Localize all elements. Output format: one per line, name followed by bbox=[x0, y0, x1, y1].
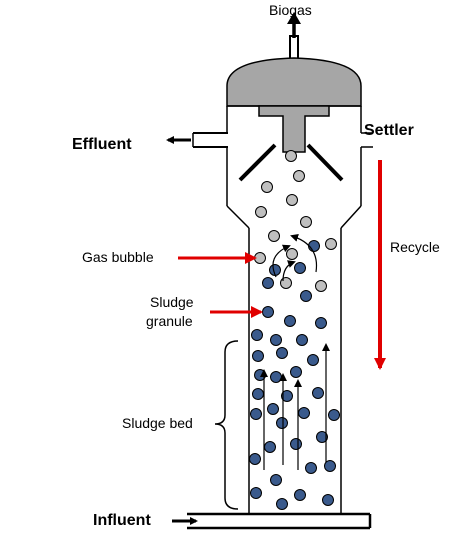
sludge-granule bbox=[251, 329, 263, 341]
sludge-granule-label-line1: Sludge bbox=[150, 294, 194, 310]
circulation-arrow bbox=[290, 234, 318, 273]
sludge-granule bbox=[276, 498, 288, 510]
settler-label: Settler bbox=[364, 122, 414, 139]
sludge-granule bbox=[294, 489, 306, 501]
circulation-arrows bbox=[272, 234, 318, 282]
sludge-granule bbox=[276, 347, 288, 359]
sludge-granule bbox=[322, 494, 334, 506]
sludge-granule bbox=[262, 277, 274, 289]
gas-bubble bbox=[286, 248, 298, 260]
sludge-granule bbox=[270, 371, 282, 383]
influent-label: Influent bbox=[93, 512, 151, 529]
sludge-granules bbox=[249, 240, 340, 510]
sludge-granule bbox=[270, 334, 282, 346]
settler-walls bbox=[226, 105, 362, 229]
sludge-granule bbox=[252, 350, 264, 362]
gas-bubble bbox=[261, 181, 273, 193]
circulation-arrow bbox=[282, 260, 296, 282]
sludge-granule bbox=[290, 366, 302, 378]
sludge-granule bbox=[284, 315, 296, 327]
gas-bubble bbox=[286, 194, 298, 206]
gas-bubble bbox=[300, 216, 312, 228]
gas-dome bbox=[226, 57, 362, 107]
sludge-granule bbox=[276, 417, 288, 429]
left-deflector-baffle bbox=[238, 143, 277, 182]
sludge-granule bbox=[308, 240, 320, 252]
sludge-granule bbox=[270, 474, 282, 486]
sludge-granule bbox=[296, 334, 308, 346]
sludge-granule bbox=[294, 262, 306, 274]
gas-bubble bbox=[254, 252, 266, 264]
sludge-granule bbox=[262, 306, 274, 318]
sludge-granule bbox=[250, 408, 262, 420]
sludge-granule bbox=[328, 409, 340, 421]
right-deflector-baffle bbox=[306, 143, 344, 182]
sludge-granule bbox=[315, 317, 327, 329]
sludge-granule-label-line2: granule bbox=[146, 313, 193, 329]
sludge-granule bbox=[281, 390, 293, 402]
sludge-granule bbox=[290, 438, 302, 450]
effluent-outlet-pipe bbox=[192, 132, 228, 148]
gas-bubble bbox=[315, 280, 327, 292]
sludge-bed-brace bbox=[214, 340, 239, 510]
sludge-granule bbox=[316, 431, 328, 443]
circulation-arrow bbox=[272, 244, 291, 278]
sludge-granule bbox=[250, 487, 262, 499]
sludge-granule bbox=[249, 453, 261, 465]
sludge-bed-label: Sludge bed bbox=[122, 415, 193, 431]
sludge-granule bbox=[252, 388, 264, 400]
sludge-granule bbox=[307, 354, 319, 366]
gas-bubble bbox=[255, 206, 267, 218]
influent-pipe bbox=[187, 512, 372, 530]
gas-collector-hood bbox=[258, 105, 330, 153]
gas-bubble-label: Gas bubble bbox=[82, 249, 154, 265]
biogas-label: Biogas bbox=[269, 2, 312, 18]
upflow-arrows bbox=[260, 343, 330, 470]
sludge-granule bbox=[300, 290, 312, 302]
reactor-column bbox=[248, 228, 342, 514]
gas-bubbles bbox=[254, 150, 337, 292]
gas-bubble bbox=[325, 238, 337, 250]
effluent-label: Effluent bbox=[72, 136, 132, 153]
gas-bubble bbox=[293, 170, 305, 182]
sludge-granule bbox=[264, 441, 276, 453]
sludge-granule bbox=[298, 407, 310, 419]
gas-bubble bbox=[268, 230, 280, 242]
biogas-outlet bbox=[287, 12, 301, 67]
sludge-granule bbox=[324, 460, 336, 472]
gas-bubble bbox=[285, 150, 297, 162]
sludge-granule bbox=[305, 462, 317, 474]
sludge-granule bbox=[312, 387, 324, 399]
recycle-label: Recycle bbox=[390, 239, 440, 255]
gas-bubble bbox=[280, 277, 292, 289]
settler-pipe bbox=[361, 132, 373, 148]
sludge-granule bbox=[267, 403, 279, 415]
